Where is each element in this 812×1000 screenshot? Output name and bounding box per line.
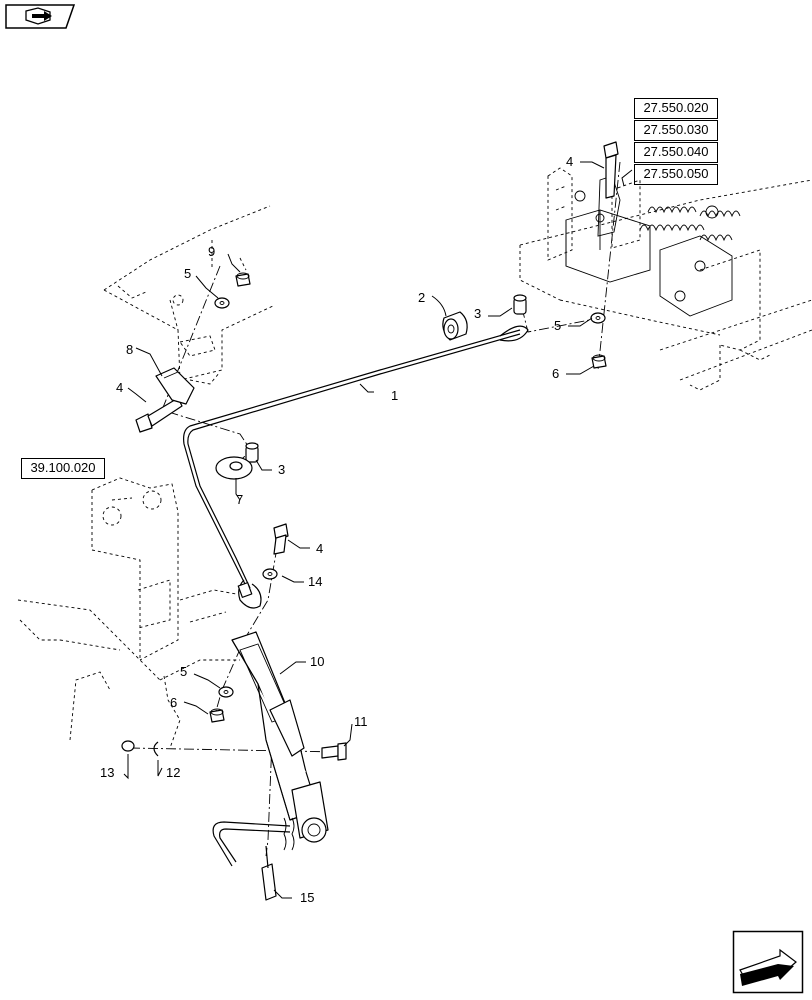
callout-5-upper-left: 5 xyxy=(184,266,191,281)
callout-labels: 1 2 3 3 4 4 4 5 5 5 6 6 7 8 9 10 11 12 1… xyxy=(100,154,573,905)
callout-4-left: 4 xyxy=(116,380,123,395)
assembly-centerlines xyxy=(129,161,621,857)
callout-3-upper: 3 xyxy=(474,306,481,321)
callout-leader-lines xyxy=(123,161,633,899)
frame-bracket-lower-left xyxy=(17,477,240,749)
callout-5-right: 5 xyxy=(554,318,561,333)
part-3-spacer-upper xyxy=(513,294,527,315)
part-14-washer xyxy=(262,568,278,580)
callout-5-lower: 5 xyxy=(180,664,187,679)
callout-11: 11 xyxy=(354,714,368,729)
part-10-handle-housing xyxy=(231,631,329,839)
callout-3-lower: 3 xyxy=(278,462,285,477)
callout-14: 14 xyxy=(308,574,322,589)
part-12-circlip xyxy=(153,741,159,757)
callout-12: 12 xyxy=(166,765,180,780)
part-3-spacer-lower xyxy=(245,442,259,463)
locking-pin-lever xyxy=(212,817,327,867)
callout-1: 1 xyxy=(391,388,398,403)
reference-box-27-550-030[interactable]: 27.550.030 xyxy=(634,120,718,141)
next-page-nav[interactable] xyxy=(732,930,804,994)
part-11-bolt xyxy=(321,742,347,761)
part-6-nut-right xyxy=(591,354,607,369)
frame-bracket-upper-left xyxy=(103,205,276,385)
frame-assembly-upper-right xyxy=(519,167,812,391)
part-7-large-washer xyxy=(215,456,253,480)
callout-15: 15 xyxy=(300,890,314,905)
callout-4-upper: 4 xyxy=(566,154,573,169)
book-arrow-icon xyxy=(5,4,76,29)
part-6-nut-lower xyxy=(209,708,225,723)
callout-13: 13 xyxy=(100,765,114,780)
part-5-washer-upper-left xyxy=(214,297,230,309)
callout-4-center: 4 xyxy=(316,541,323,556)
part-15-pin xyxy=(261,845,277,901)
callout-6-right: 6 xyxy=(552,366,559,381)
part-5-washer-lower xyxy=(218,686,234,698)
top-nav-tab[interactable] xyxy=(4,2,76,30)
part-9-nut xyxy=(235,272,251,287)
part-4-bolt-upper-right xyxy=(603,141,619,199)
part-1-control-rod xyxy=(183,325,529,609)
part-5-washer-right xyxy=(590,312,606,324)
reference-box-27-550-040[interactable]: 27.550.040 xyxy=(634,142,718,163)
callout-10: 10 xyxy=(310,654,324,669)
next-page-arrow-icon xyxy=(732,930,804,994)
reference-box-39-100-020[interactable]: 39.100.020 xyxy=(21,458,105,479)
callout-6-lower: 6 xyxy=(170,695,177,710)
callout-7: 7 xyxy=(236,492,243,507)
callout-8: 8 xyxy=(126,342,133,357)
callout-9: 9 xyxy=(208,244,215,259)
reference-box-27-550-020[interactable]: 27.550.020 xyxy=(634,98,718,119)
part-8-clip-plate xyxy=(155,367,195,405)
part-2-bushing xyxy=(442,311,468,341)
part-4-bolt-left xyxy=(135,397,183,433)
part-13-washer xyxy=(121,740,135,752)
callout-2: 2 xyxy=(418,290,425,305)
part-4-bolt-center xyxy=(273,523,289,555)
reference-box-27-550-050[interactable]: 27.550.050 xyxy=(634,164,718,185)
